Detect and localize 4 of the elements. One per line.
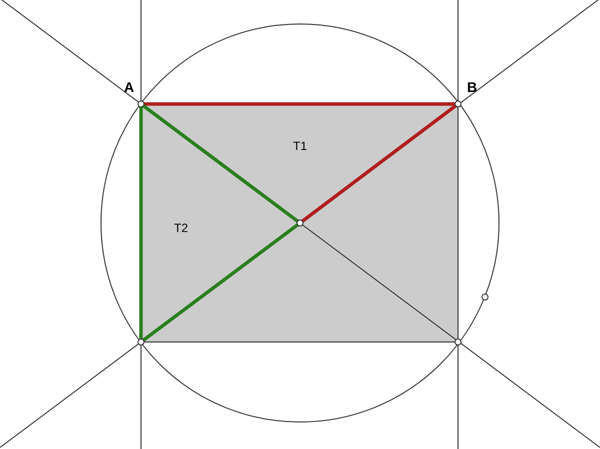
point-label: A [124, 80, 134, 94]
region-label: T1 [293, 139, 307, 153]
region-label: T2 [174, 221, 188, 235]
point-label: B [466, 80, 478, 94]
